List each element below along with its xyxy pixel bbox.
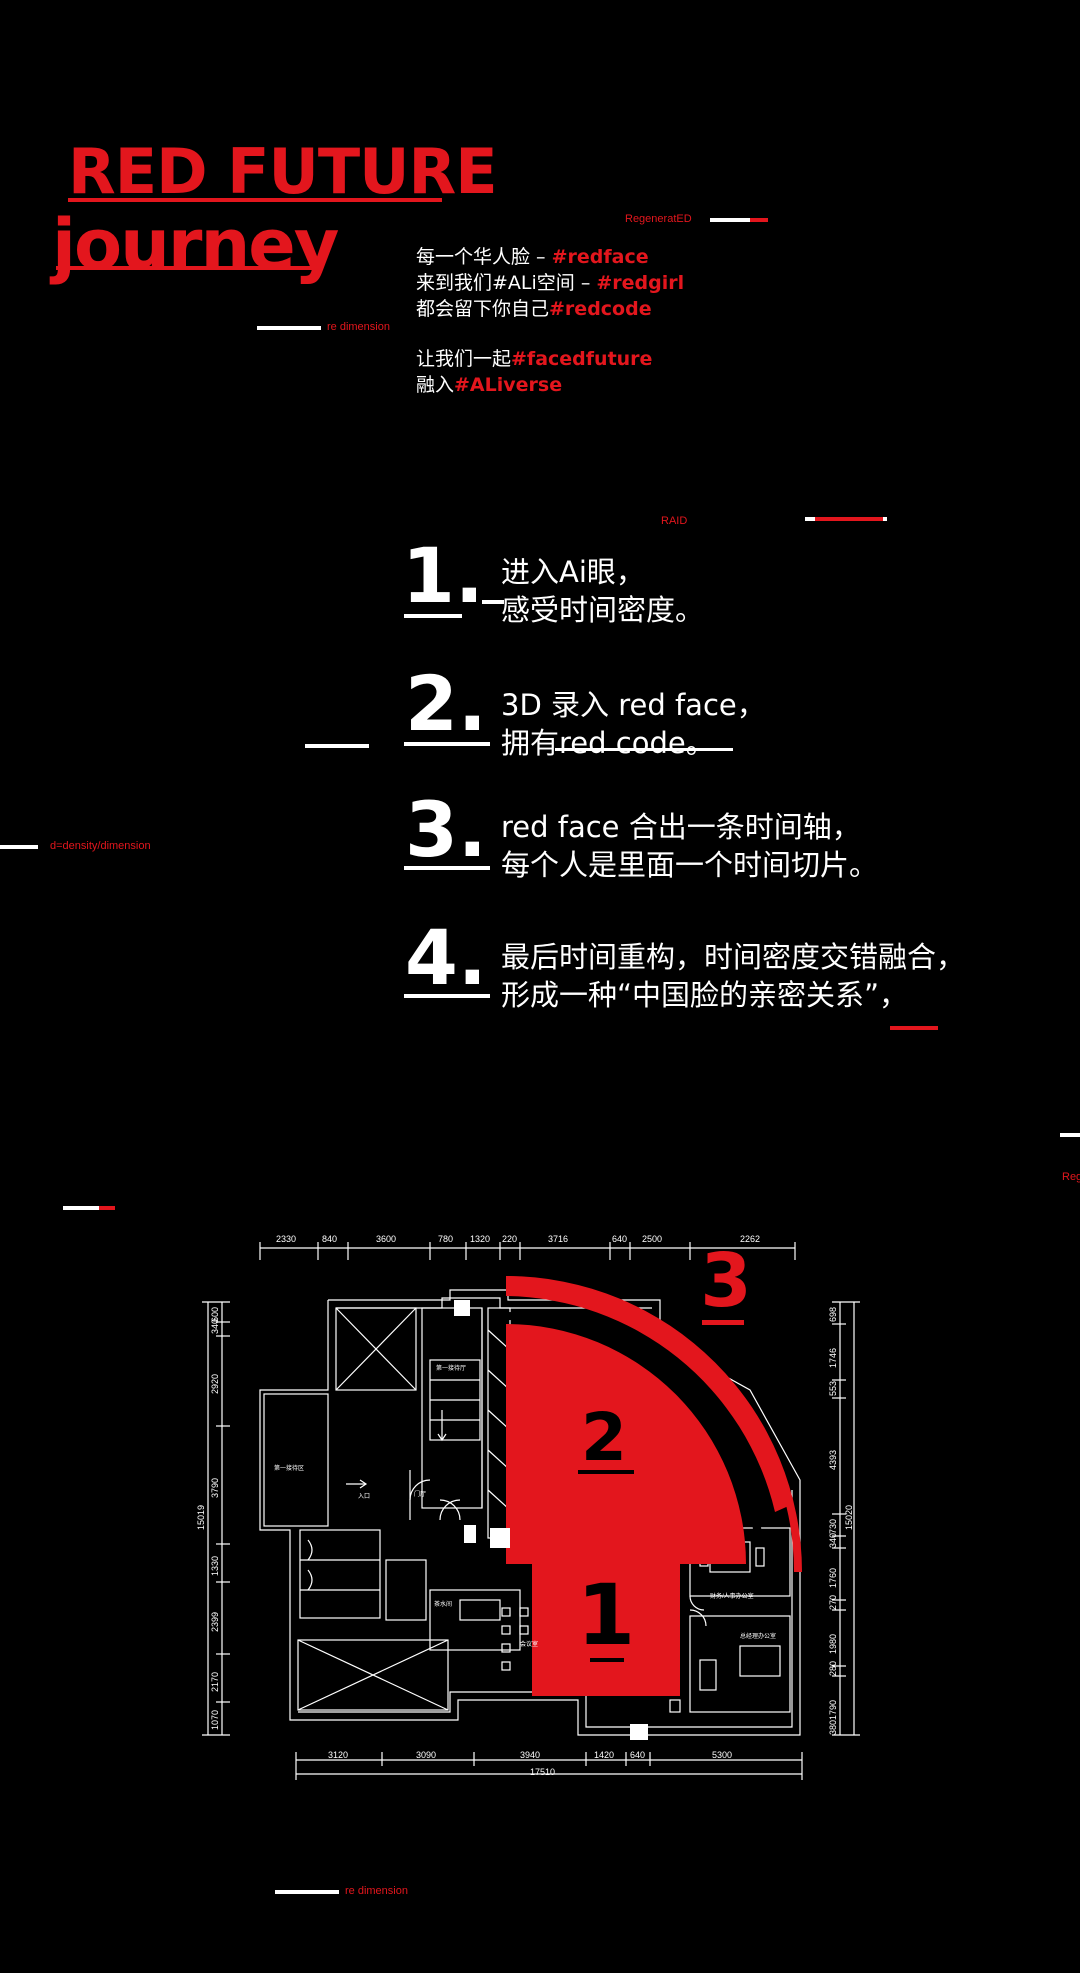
dim-label: 2330 [276, 1234, 296, 1244]
dim-label: 340 [828, 1533, 838, 1548]
tag-re-dimension: re dimension [327, 321, 390, 333]
dim-label: 270 [828, 1595, 838, 1610]
room-label: 财务/人事办公室 [710, 1592, 754, 1600]
dash-white [275, 1890, 339, 1894]
step-underline [404, 994, 490, 998]
tag-re-dimension-bottom: re dimension [345, 1885, 408, 1897]
room-label: 门厅 [414, 1490, 426, 1498]
dim-total: 17510 [530, 1767, 555, 1777]
room-label: 总经理办公室 [740, 1632, 776, 1640]
dash-white [710, 218, 750, 222]
step-dash [482, 600, 504, 604]
hashtag: #facedfuture [511, 348, 653, 370]
dim-label: 1320 [470, 1234, 490, 1244]
tag-density: d=density/dimension [50, 840, 151, 852]
step-text: red face 合出一条时间轴， 每个人是里面一个时间切片。 [501, 810, 879, 882]
dash-white [805, 517, 815, 521]
step-number: 4. [405, 913, 487, 1002]
step-text: 3D 录入 red face， 拥有red code。 [501, 688, 766, 760]
dim-label: 3940 [520, 1750, 540, 1760]
dim-label: 3090 [416, 1750, 436, 1760]
dim-label: 1760 [828, 1568, 838, 1588]
dim-label: 3716 [548, 1234, 568, 1244]
dim-label: 780 [438, 1234, 453, 1244]
step-dash [305, 744, 369, 748]
dim-label: 2262 [740, 1234, 760, 1244]
dim-label: 3600 [376, 1234, 396, 1244]
floor-plan: 2 1 3 2330 840 3600 780 1320 220 3716 64… [196, 1234, 860, 1780]
step-text: 进入Ai眼， 感受时间密度。 [501, 555, 705, 627]
tag-reg: Reg [1062, 1171, 1080, 1183]
dim-label: 553 [828, 1381, 838, 1396]
dash-red [890, 1026, 938, 1030]
page-subtitle: journey [52, 204, 339, 286]
intro-line: 都会留下你自己#redcode [416, 298, 652, 320]
dim-label: 5300 [712, 1750, 732, 1760]
dash-red [815, 517, 883, 521]
step-number: 3. [405, 785, 487, 874]
intro-block: 每一个华人脸 – #redface 来到我们#ALi空间 – #redgirl … [416, 244, 684, 398]
dim-total: 15020 [844, 1505, 854, 1530]
zone-label-3: 3 [700, 1238, 752, 1324]
dash-white [0, 845, 38, 849]
strike-line [555, 748, 733, 751]
dash-red [750, 218, 768, 222]
intro-line: 融入#ALiverse [416, 374, 563, 396]
hashtag: #redface [551, 246, 649, 268]
step-number: 1. [402, 531, 484, 620]
dim-label: 4393 [828, 1450, 838, 1470]
tag-regenerated: RegeneratED [625, 213, 692, 225]
dash-white [883, 517, 887, 521]
hashtag: #ALiverse [454, 374, 563, 396]
dim-label: 840 [322, 1234, 337, 1244]
subtitle-underline [56, 266, 316, 270]
step-number: 2. [405, 659, 487, 748]
room-label: 茶水间 [434, 1600, 452, 1608]
dim-label: 1790 [828, 1700, 838, 1720]
dim-label: 730 [828, 1519, 838, 1534]
dim-label: 380 [828, 1720, 838, 1735]
page-title: RED FUTURE [68, 135, 498, 208]
step-text: 最后时间重构，时间密度交错融合， 形成一种“中国脸的亲密关系”， [501, 940, 966, 1012]
dim-label: 340 [210, 1319, 220, 1334]
dim-label: 2399 [210, 1612, 220, 1632]
dim-label: 640 [630, 1750, 645, 1760]
dim-label: 3120 [328, 1750, 348, 1760]
dim-label: 640 [612, 1234, 627, 1244]
dim-label: 280 [828, 1661, 838, 1676]
hashtag: #redcode [549, 298, 652, 320]
dim-label: 698 [828, 1307, 838, 1322]
dash-white [63, 1206, 99, 1210]
dash-white [1060, 1133, 1080, 1137]
tag-raid: RAID [661, 515, 688, 527]
room-label: 第一接待厅 [436, 1364, 466, 1372]
intro-line: 来到我们#ALi空间 – #redgirl [416, 272, 685, 294]
dim-label: 2170 [210, 1672, 220, 1692]
room-label: 第一接待区 [274, 1464, 304, 1472]
dim-label: 220 [502, 1234, 517, 1244]
dash-red [99, 1206, 115, 1210]
step-underline [404, 614, 462, 618]
step-underline [404, 742, 490, 746]
dim-label: 1070 [210, 1710, 220, 1730]
dim-total: 15019 [196, 1505, 206, 1530]
dim-label: 2500 [642, 1234, 662, 1244]
hashtag: #redgirl [596, 272, 685, 294]
title-underline [68, 198, 442, 202]
dash-white [257, 326, 321, 330]
intro-line: 让我们一起#facedfuture [416, 348, 653, 370]
zone-label-2: 2 [581, 1399, 627, 1476]
dim-label: 1420 [594, 1750, 614, 1760]
dim-label: 600 [210, 1307, 220, 1322]
dim-label: 3790 [210, 1478, 220, 1498]
room-label: 入口 [358, 1493, 370, 1500]
step-underline [404, 866, 490, 870]
dim-label: 1330 [210, 1556, 220, 1576]
dim-label: 1746 [828, 1348, 838, 1368]
zone-label-1: 1 [577, 1566, 635, 1664]
room-label: 会议室 [520, 1640, 538, 1648]
intro-line: 每一个华人脸 – #redface [416, 246, 649, 268]
dim-label: 1980 [828, 1634, 838, 1654]
dim-label: 2920 [210, 1374, 220, 1394]
